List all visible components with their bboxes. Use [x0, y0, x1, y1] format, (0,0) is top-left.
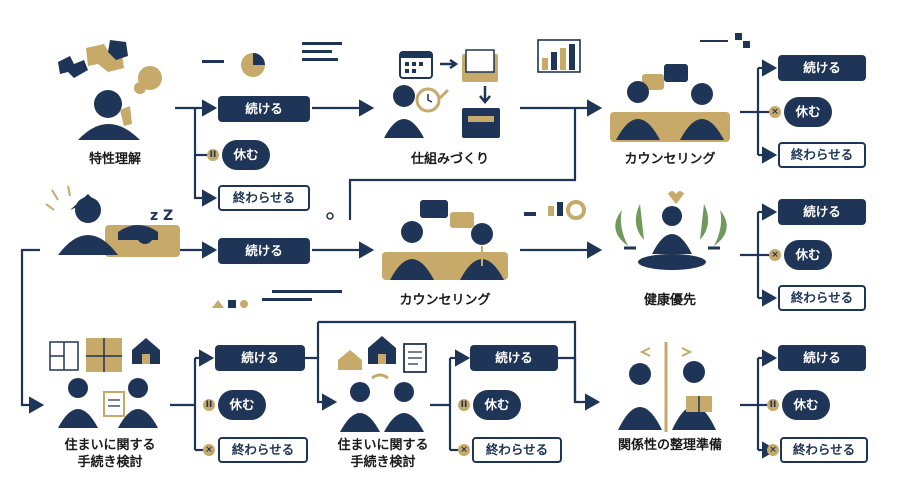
counseling-illustration-1	[610, 64, 730, 142]
finish-button-4[interactable]: 終わらせる	[778, 285, 866, 311]
stage-label-relationship-prep: 関係性の整理準備	[617, 438, 722, 453]
cross-icon: ×	[769, 249, 781, 261]
finish-button-6[interactable]: 終わらせる	[472, 437, 562, 463]
cross-icon: ×	[458, 444, 470, 456]
finish-button-7[interactable]: 終わらせる	[780, 437, 868, 463]
continue-button-7[interactable]: 続ける	[778, 345, 866, 371]
pie-chart-icon	[241, 53, 265, 77]
stage-label-system-building: 仕組みづくり	[410, 152, 489, 167]
continue-button-3[interactable]: 続ける	[218, 238, 310, 264]
continue-button-4[interactable]: 続ける	[778, 199, 866, 225]
continue-button-2[interactable]: 続ける	[778, 55, 866, 81]
pause-icon: II	[767, 399, 779, 411]
stage-label-housing-2: 住まいに関する	[337, 438, 429, 453]
pause-icon: II	[203, 399, 215, 411]
meditation-illustration	[615, 191, 727, 270]
housing-illustration-2	[338, 336, 427, 432]
rest-button-5[interactable]: 休む	[218, 390, 266, 420]
bar-chart-icon	[537, 39, 581, 73]
stage-label-counseling-1: カウンセリング	[624, 152, 716, 167]
cross-icon: ×	[767, 444, 779, 456]
stage-label-counseling-2: カウンセリング	[399, 293, 491, 308]
cross-icon: ×	[203, 444, 215, 456]
rest-button-7[interactable]: 休む	[782, 390, 830, 420]
thinking-person-illustration	[58, 40, 162, 140]
stage-label-health-first: 健康優先	[643, 293, 696, 308]
rest-button-4[interactable]: 休む	[784, 240, 832, 270]
continue-button-1[interactable]: 続ける	[218, 96, 310, 122]
rest-button-1[interactable]: 休む	[222, 140, 270, 170]
continue-button-6[interactable]: 続ける	[470, 345, 558, 371]
relationship-illustration	[618, 342, 716, 432]
stage-label-housing-2-line2: 手続き検討	[350, 455, 416, 470]
housing-illustration-1	[49, 338, 160, 428]
rest-button-6[interactable]: 休む	[473, 390, 521, 420]
stage-label-trait-understanding: 特性理解	[88, 152, 141, 167]
stage-label-housing-1: 住まいに関する	[64, 438, 156, 453]
finish-button-1[interactable]: 終わらせる	[218, 185, 310, 211]
counseling-illustration-2	[382, 200, 508, 280]
pause-icon: II	[207, 149, 219, 161]
rest-button-2[interactable]: 休む	[784, 97, 832, 127]
finish-button-5[interactable]: 終わらせる	[218, 437, 308, 463]
continue-button-5[interactable]: 続ける	[215, 345, 305, 371]
pause-icon: II	[458, 399, 470, 411]
svg-text:z Z: z Z	[150, 208, 173, 224]
planning-person-illustration	[384, 49, 500, 138]
donut-icon	[548, 200, 586, 220]
stage-label-housing-1-line2: 手続き検討	[77, 455, 143, 470]
cross-icon: ×	[769, 106, 781, 118]
finish-button-2[interactable]: 終わらせる	[778, 142, 866, 168]
tired-person-illustration: z Z	[45, 185, 180, 257]
